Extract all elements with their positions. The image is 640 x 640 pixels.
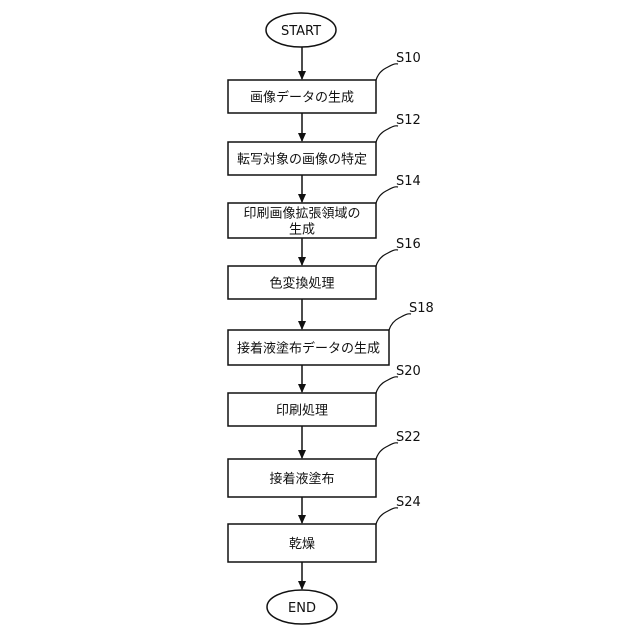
step-leader-line: [376, 126, 398, 142]
step-id-label: S12: [396, 113, 421, 128]
step-id-label: S14: [396, 174, 421, 189]
end-terminal: END: [267, 590, 337, 624]
process-step-s22: 接着液塗布 S22: [228, 430, 421, 497]
process-step-s16: 色変換処理 S16: [228, 237, 421, 299]
process-step-s12: 転写対象の画像の特定 S12: [228, 113, 421, 175]
step-leader-line: [376, 187, 398, 203]
process-label: 乾燥: [289, 537, 315, 552]
step-leader-line: [376, 64, 398, 80]
process-label: 印刷画像拡張領域の: [243, 206, 360, 222]
process-step-s18: 接着液塗布データの生成 S18: [228, 301, 434, 365]
step-leader-line: [376, 250, 398, 266]
process-label: 接着液塗布: [269, 471, 334, 487]
step-id-label: S18: [409, 301, 434, 316]
step-id-label: S20: [396, 364, 421, 379]
step-id-label: S24: [396, 495, 421, 510]
step-leader-line: [376, 377, 398, 393]
process-step-s20: 印刷処理 S20: [228, 364, 421, 426]
process-label: 色変換処理: [269, 276, 334, 292]
start-terminal: START: [266, 13, 336, 47]
step-id-label: S10: [396, 51, 421, 66]
process-step-s24: 乾燥 S24: [228, 495, 421, 562]
process-label: 接着液塗布データの生成: [237, 341, 380, 357]
step-leader-line: [376, 443, 398, 459]
process-label: 印刷処理: [276, 404, 328, 419]
start-label: START: [281, 24, 321, 39]
process-label: 生成: [289, 223, 315, 238]
step-leader-line: [376, 508, 398, 524]
step-leader-line: [389, 314, 411, 330]
step-id-label: S22: [396, 430, 421, 445]
step-id-label: S16: [396, 237, 421, 252]
process-label: 転写対象の画像の特定: [237, 153, 367, 168]
process-step-s10: 画像データの生成 S10: [228, 51, 421, 113]
process-label: 画像データの生成: [250, 90, 354, 106]
process-step-s14: 印刷画像拡張領域の生成 S14: [228, 174, 421, 238]
end-label: END: [288, 601, 316, 616]
